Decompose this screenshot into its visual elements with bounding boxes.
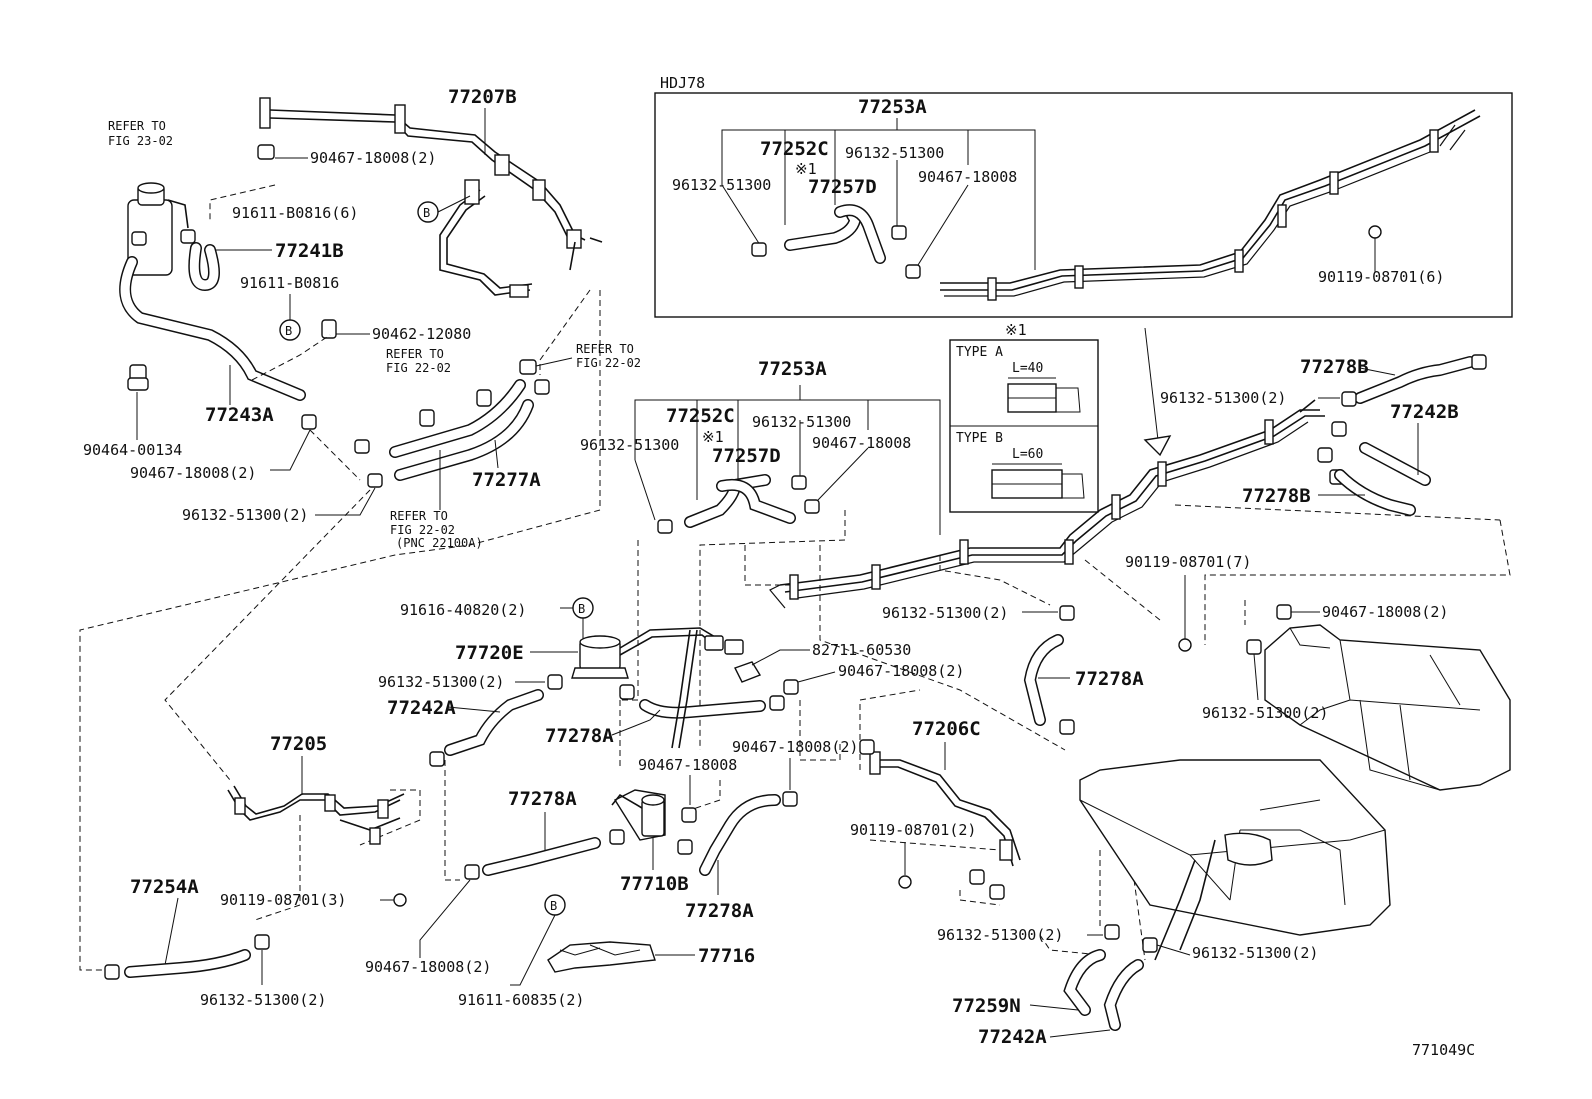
- part-77241B: 77241B: [275, 240, 344, 262]
- type-a-label: TYPE A: [956, 345, 1003, 360]
- inset-title: HDJ78: [660, 74, 705, 92]
- num-90467-18008-2-left: 90467-18008(2): [130, 464, 256, 482]
- num-90467-18008-2-top: 90467-18008(2): [310, 149, 436, 167]
- refer-22-02-group: REFER TO FIG 22-02 REFER TO FIG 22-02 77…: [386, 342, 641, 550]
- down-arrow-icon: [1144, 327, 1159, 441]
- num-90467-18008-2-lower: 90467-18008(2): [365, 958, 491, 976]
- mid-77253A-group: 77253A 77252C ※1 77257D 96132-51300 9613…: [580, 358, 941, 535]
- num-90119-08701-2: 90119-08701(2): [850, 821, 976, 839]
- num-90467-18008-2-right: 90467-18008(2): [1322, 603, 1448, 621]
- part-77242B: 77242B: [1390, 401, 1459, 423]
- part-77252C-top: 77252C: [760, 138, 829, 160]
- num-90119-08701-6: 90119-08701(6): [1318, 268, 1444, 286]
- svg-text:FIG 22-02: FIG 22-02: [386, 361, 451, 375]
- part-77278B-1: 77278B: [1300, 356, 1369, 378]
- num-96132-51300-2-bottom-right: 96132-51300(2): [1192, 944, 1318, 962]
- svg-text:B: B: [285, 324, 292, 338]
- part-77278B-2: 77278B: [1242, 485, 1311, 507]
- line-77205-group: 77205 90119-08701(3) 77254A 96132-51300(…: [104, 733, 407, 1009]
- line-77206C-group: 77206C 90119-08701(2): [850, 718, 1021, 900]
- hdj78-inset: HDJ78 77253A 77252C ※1 77257D: [654, 74, 1513, 318]
- fuel-tank-right: 90467-18008(2) 96132-51300(2): [1202, 603, 1511, 791]
- part-77242A-2: 77242A: [978, 1026, 1047, 1048]
- svg-text:FIG 22-02: FIG 22-02: [390, 523, 455, 537]
- num-90467-18008-lower-mid: 90467-18008: [638, 756, 737, 774]
- part-77278A-3: 77278A: [685, 900, 754, 922]
- num-96132-51300-mid-right: 96132-51300: [752, 413, 851, 431]
- part-77205: 77205: [270, 733, 327, 755]
- num-91611-B0816-6: 91611-B0816(6): [232, 204, 358, 222]
- part-77252C-mid: 77252C: [666, 405, 735, 427]
- note-mark-legend: ※1: [1005, 321, 1027, 339]
- num-96132-51300-left: 96132-51300: [672, 176, 771, 194]
- svg-text:FIG 22-02: FIG 22-02: [576, 356, 641, 370]
- num-90467-18008-2-lower-mid: 90467-18008(2): [732, 738, 858, 756]
- svg-text:B: B: [550, 899, 557, 913]
- part-77710B: 77710B: [620, 873, 689, 895]
- refer-23-02-l1: REFER TO: [108, 119, 166, 133]
- svg-text:REFER TO: REFER TO: [390, 509, 448, 523]
- figure-id: 771049C: [1412, 1041, 1475, 1059]
- num-96132-51300-top: 96132-51300: [845, 144, 944, 162]
- num-96132-51300-2-vsv: 96132-51300(2): [378, 673, 504, 691]
- svg-text:(PNC 22100A): (PNC 22100A): [396, 536, 483, 550]
- part-77206C: 77206C: [912, 718, 981, 740]
- part-77259N: 77259N: [952, 995, 1021, 1017]
- fuel-tank-bottom: 96132-51300(2) 96132-51300(2) 77259N 772…: [937, 759, 1391, 1048]
- type-a-length: L=40: [1012, 361, 1043, 376]
- part-77278A-1: 77278A: [545, 725, 614, 747]
- num-96132-51300-2-left: 96132-51300(2): [182, 506, 308, 524]
- num-91616-40820-2: 91616-40820(2): [400, 601, 526, 619]
- part-77253A-mid: 77253A: [758, 358, 827, 380]
- num-90467-18008-2-mid-right: 90467-18008(2): [838, 662, 964, 680]
- svg-text:REFER TO: REFER TO: [576, 342, 634, 356]
- num-90462-12080: 90462-12080: [372, 325, 471, 343]
- part-77720E: 77720E: [455, 642, 524, 664]
- num-90119-08701-3: 90119-08701(3): [220, 891, 346, 909]
- part-77257D-mid: 77257D: [712, 445, 781, 467]
- num-91611-60835-2: 91611-60835(2): [458, 991, 584, 1009]
- canister-group: REFER TO FIG 23-02 77241B 90464-00134 77…: [83, 119, 383, 524]
- num-96132-51300-2-right: 96132-51300(2): [1160, 389, 1286, 407]
- part-77207B: 77207B: [448, 86, 517, 108]
- svg-text:B: B: [423, 206, 430, 220]
- note-mark-mid: ※1: [702, 428, 724, 446]
- part-77242A-1: 77242A: [387, 697, 456, 719]
- vsv-77710B-group: 77278A 90467-18008(2) 77710B 90467-18008…: [365, 738, 858, 1009]
- marker-b-2: [279, 319, 301, 341]
- part-77278A-4: 77278A: [1075, 668, 1144, 690]
- num-91611-B0816: 91611-B0816: [240, 274, 339, 292]
- num-96132-51300-2-bottom-left: 96132-51300(2): [937, 926, 1063, 944]
- type-b-label: TYPE B: [956, 431, 1003, 446]
- num-90464-00134: 90464-00134: [83, 441, 182, 459]
- part-77257D-top: 77257D: [808, 176, 877, 198]
- part-77716: 77716: [698, 945, 755, 967]
- line-77207B-group: 77207B 90467-18008(2) 91611-B0816(6) B 9…: [232, 86, 603, 343]
- part-77254A: 77254A: [130, 876, 199, 898]
- refer-23-02-l2: FIG 23-02: [108, 134, 173, 148]
- vsv-77720E-group: 91616-40820(2) B 77720E 82711-60530 9613…: [378, 597, 964, 767]
- main-fuel-lines: 90119-08701(7) 96132-51300(2) 77278A: [769, 399, 1325, 735]
- part-77278A-2: 77278A: [508, 788, 577, 810]
- type-legend-box: ※1 TYPE A L=40 TYPE B L=60: [949, 321, 1099, 513]
- part-77277A: 77277A: [472, 469, 541, 491]
- type-b-length: L=60: [1012, 447, 1043, 462]
- dashed-guides: [79, 184, 1511, 971]
- num-96132-51300-2-mid: 96132-51300(2): [882, 604, 1008, 622]
- part-77253A-top: 77253A: [858, 96, 927, 118]
- num-90467-18008-mid: 90467-18008: [812, 434, 911, 452]
- num-90119-08701-7: 90119-08701(7): [1125, 553, 1251, 571]
- right-hoses: 77278B 96132-51300(2) 77242B 77278B: [1160, 354, 1487, 516]
- num-96132-51300-mid-left: 96132-51300: [580, 436, 679, 454]
- part-77243A: 77243A: [205, 404, 274, 426]
- num-96132-51300-2-tank: 96132-51300(2): [1202, 704, 1328, 722]
- num-96132-51300-2-lower-left: 96132-51300(2): [200, 991, 326, 1009]
- inset-frame: [654, 92, 1513, 318]
- num-90467-18008-top: 90467-18008: [918, 168, 1017, 186]
- svg-text:B: B: [578, 602, 585, 616]
- num-82711-60530: 82711-60530: [812, 641, 911, 659]
- note-mark-top: ※1: [795, 160, 817, 178]
- svg-text:REFER TO: REFER TO: [386, 347, 444, 361]
